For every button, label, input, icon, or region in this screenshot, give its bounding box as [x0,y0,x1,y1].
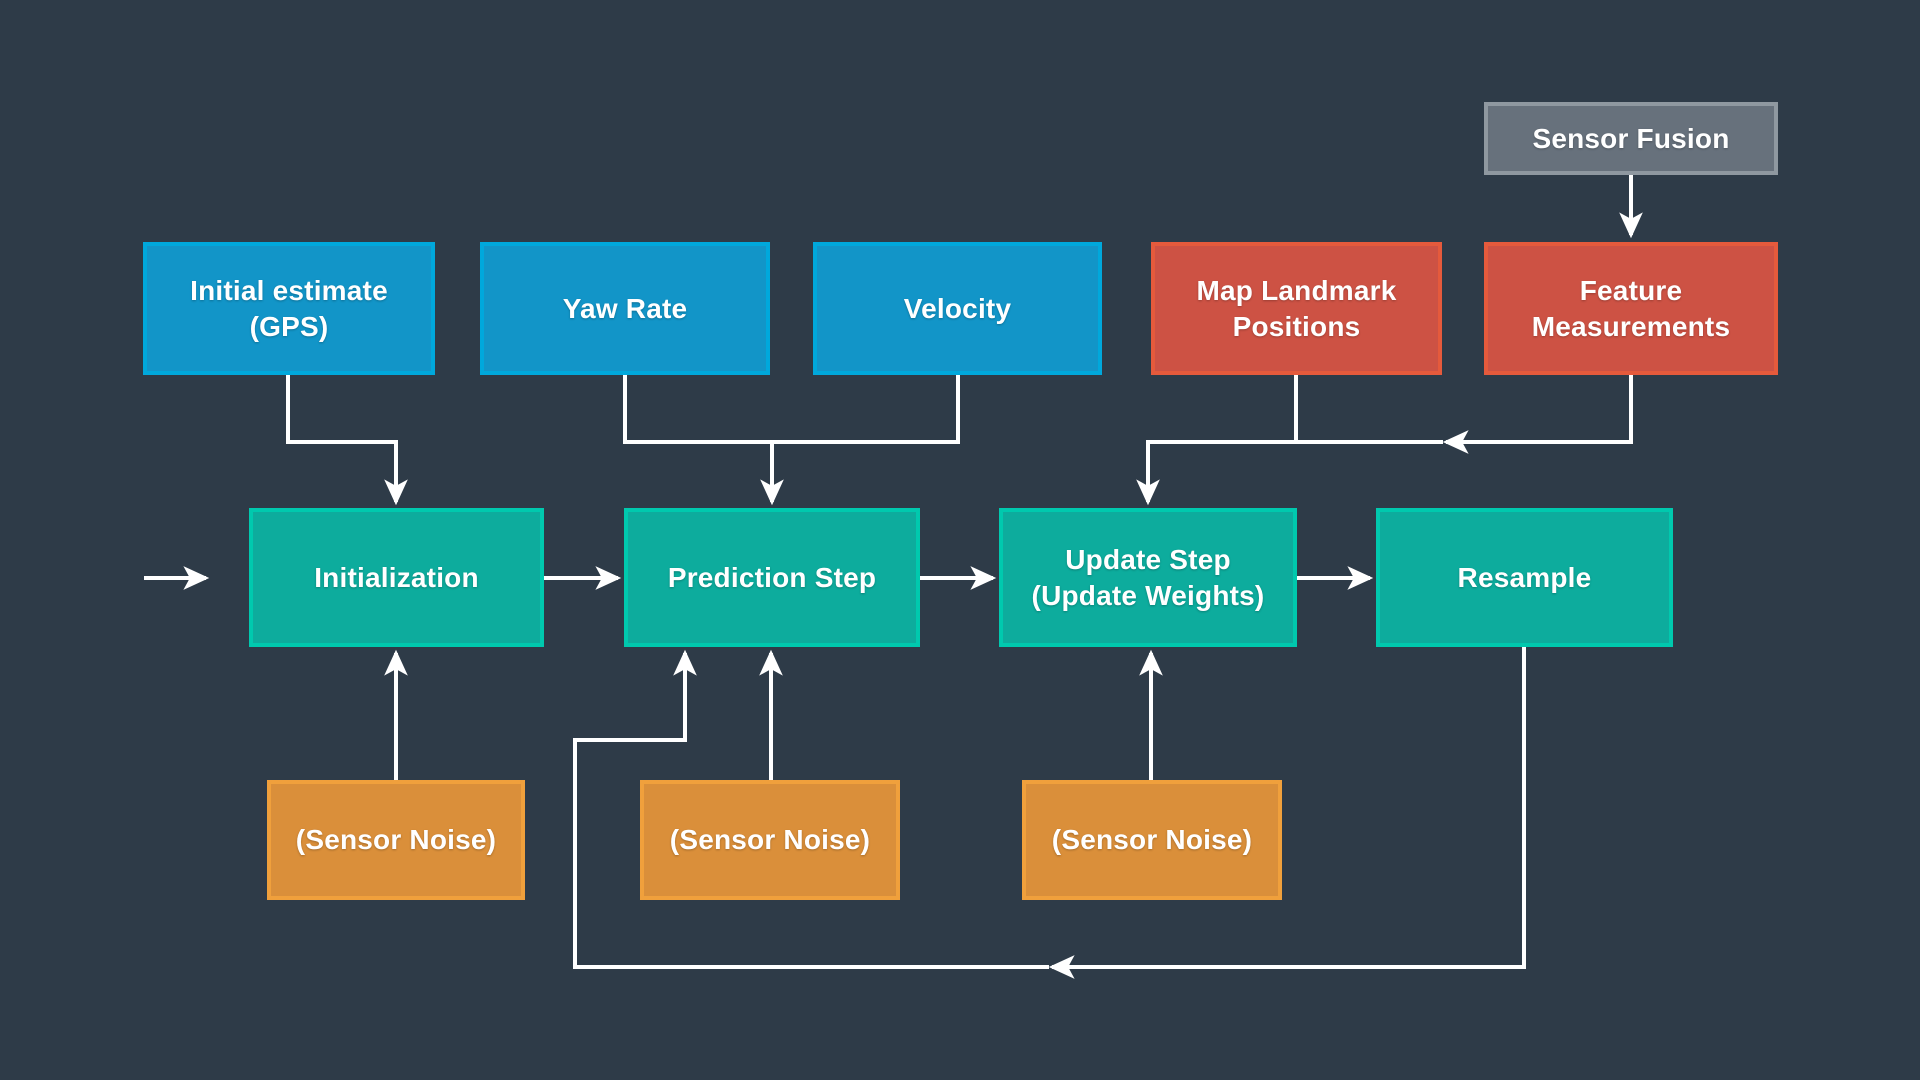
feedback-to-prediction-arrow [573,649,1049,969]
prediction-step-node: Prediction Step [624,508,920,647]
yaw-rate-node: Yaw Rate [480,242,770,375]
resample-node: Resample [1376,508,1673,647]
sensor-noise-3-node: (Sensor Noise) [1022,780,1282,900]
feature-to-bar-arrow [1442,375,1633,454]
sensor-noise-1-label: (Sensor Noise) [295,824,497,856]
sensor-noise-3-label: (Sensor Noise) [1051,824,1253,856]
yaw-rate-label: Yaw Rate [562,292,688,324]
update-step-label: Update Step(Update Weights) [1031,543,1265,611]
gps-to-initialization-arrow [286,375,408,506]
resample-label: Resample [1457,561,1592,593]
sensor-noise-2-label: (Sensor Noise) [669,824,871,856]
bar-to-update-arrow [1136,440,1443,506]
resample-feedback-arrow [1048,647,1526,979]
initial-estimate-gps-label: Initial estimate(GPS) [190,274,388,342]
velocity-label: Velocity [903,292,1012,324]
initialization-label: Initialization [314,561,479,593]
sensor-fusion-node: Sensor Fusion [1484,102,1778,175]
initial-estimate-gps-node: Initial estimate(GPS) [143,242,435,375]
sensor-noise-1-node: (Sensor Noise) [267,780,525,900]
sensor-noise-2-node: (Sensor Noise) [640,780,900,900]
yaw-velocity-merge-bar-line [623,375,960,444]
prediction-step-label: Prediction Step [667,561,877,593]
sensor-fusion-label: Sensor Fusion [1532,122,1730,154]
velocity-node: Velocity [813,242,1102,375]
initialization-node: Initialization [249,508,544,647]
update-step-node: Update Step(Update Weights) [999,508,1297,647]
